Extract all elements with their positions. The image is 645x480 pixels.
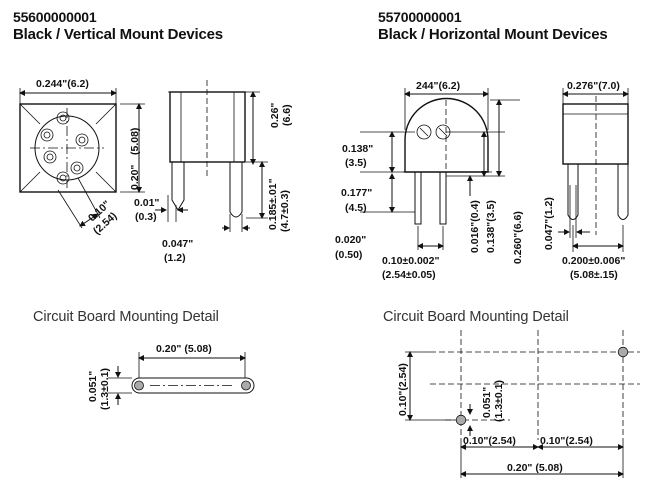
- dim-d3-in: 0.020": [335, 234, 366, 246]
- dim-height-in: 0.26": [269, 103, 281, 128]
- dim-d2-in: 0.177": [341, 187, 372, 199]
- horizontal-board-detail: [405, 330, 640, 478]
- dim-lead-w-mm: (1.2): [164, 252, 186, 264]
- dim-lead-len-mm: (4.7±0.3): [279, 190, 291, 232]
- dim-height-mm: (6.6): [281, 104, 293, 126]
- left-title: Black / Vertical Mount Devices: [13, 26, 223, 43]
- dim-v1: 0.016"(0.4): [469, 200, 481, 253]
- detail-slot-in: 0.051": [87, 371, 99, 402]
- dim-pitch-vert-mm: (5.08): [129, 128, 141, 155]
- left-detail-title: Circuit Board Mounting Detail: [33, 309, 219, 325]
- dim-side-pitch-mm: (5.08±.15): [570, 269, 618, 281]
- vertical-board-detail: [108, 352, 255, 405]
- detail-span: 0.20" (5.08): [156, 343, 212, 355]
- dim-side-pitch-in: 0.200±0.006": [562, 255, 625, 267]
- horizontal-front-view: [360, 88, 520, 250]
- dim-lead-th-mm: (0.3): [135, 211, 157, 223]
- detail-slot-mm: (1.3±0.1): [99, 368, 111, 410]
- dim-v4: 0.047"(1.2): [543, 197, 555, 250]
- dim-d1-mm: (3.5): [345, 157, 367, 169]
- dim-front-width: 244"(6.2): [416, 80, 460, 92]
- vertical-side-view: [155, 80, 268, 232]
- right-title: Black / Horizontal Mount Devices: [378, 26, 608, 43]
- dim-pitch-vert-in: 0.20": [129, 165, 141, 190]
- detail-h1: 0.10"(2.54): [463, 435, 516, 447]
- dim-pitch-mm: (2.54±0.05): [382, 269, 436, 281]
- dim-d1-in: 0.138": [342, 143, 373, 155]
- dim-lead-th-in: 0.01": [134, 197, 159, 209]
- dim-d3-mm: (0.50): [335, 249, 362, 261]
- vertical-top-view: [19, 88, 145, 229]
- right-detail-title: Circuit Board Mounting Detail: [383, 309, 569, 325]
- detail-total: 0.20" (5.08): [507, 462, 563, 474]
- detail-h2: 0.10"(2.54): [540, 435, 593, 447]
- dim-v3: 0.260"(6.6): [512, 211, 524, 264]
- dim-width-top: 0.244"(6.2): [36, 78, 89, 90]
- dim-lead-len-in: 0.185±.01": [267, 178, 279, 230]
- detail-vert: 0.10"(2.54): [397, 363, 409, 416]
- dim-v2: 0.138"(3.5): [485, 200, 497, 253]
- right-part-number: 55700000001: [378, 9, 462, 25]
- dim-side-width: 0.276"(7.0): [567, 80, 620, 92]
- dim-d2-mm: (4.5): [345, 202, 367, 214]
- left-part-number: 55600000001: [13, 9, 97, 25]
- dim-pitch-in: 0.10±0.002": [382, 255, 439, 267]
- detail-hole-in: 0.051": [481, 387, 493, 418]
- dim-lead-w-in: 0.047": [162, 238, 193, 250]
- detail-hole-mm: (1.3±0.1): [493, 380, 505, 422]
- horizontal-side-view: [558, 88, 629, 252]
